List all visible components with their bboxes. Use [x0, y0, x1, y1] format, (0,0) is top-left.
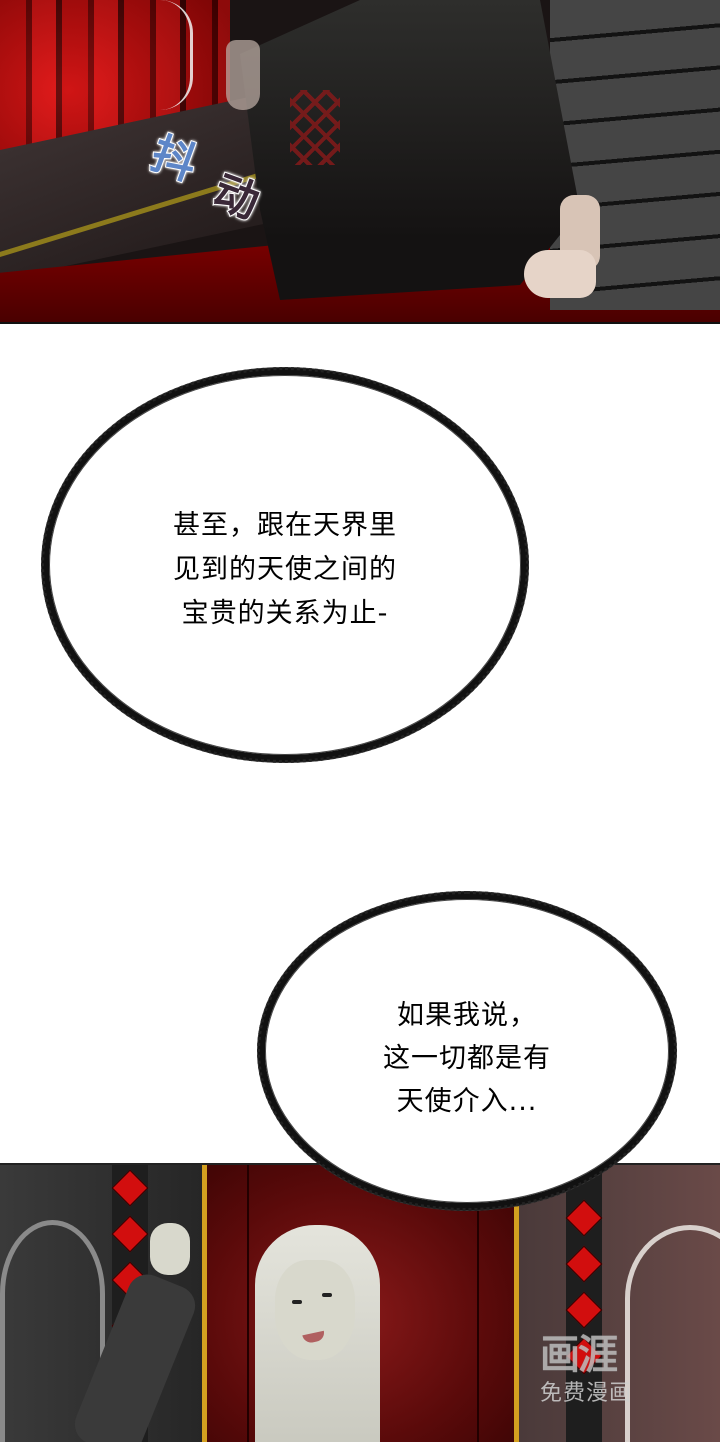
diamond-pillar-right — [565, 1165, 603, 1442]
robe-embroidery — [290, 90, 340, 165]
window-arch-left — [0, 1220, 105, 1442]
comic-panel-top: 抖 动 — [0, 0, 720, 324]
diamond-ornament — [565, 1199, 603, 1237]
gold-frame-right — [514, 1165, 519, 1442]
character-face — [275, 1260, 355, 1360]
bubble-1-line-2: 见到的天使之间的 — [173, 554, 397, 585]
sfx-char-1: 抖 — [144, 127, 205, 192]
sfx-char-2: 动 — [206, 165, 267, 230]
bubble-2-line-2: 这一切都是有 — [383, 1042, 551, 1074]
gold-frame-left — [202, 1165, 207, 1442]
watermark-subtitle: 免费漫画 — [540, 1381, 633, 1406]
diamond-ornament — [565, 1245, 603, 1283]
bubble-2-line-3: 天使介入... — [396, 1085, 538, 1117]
character-eye-left — [292, 1300, 302, 1304]
speech-bubble-2: 如果我说， 这一切都是有 天使介入... — [257, 891, 677, 1211]
bubble-1-text: 甚至，跟在天界里 见到的天使之间的 宝贵的关系为止- — [173, 504, 397, 636]
bubble-1-line-3: 宝贵的关系为止- — [181, 598, 389, 629]
window-arch-right — [625, 1225, 720, 1442]
diamond-ornament — [565, 1291, 603, 1329]
character-hand — [150, 1223, 190, 1275]
watermark: 画涯 免费漫画 — [540, 1333, 660, 1407]
raised-foot — [226, 40, 260, 110]
watermark-logo: 画涯 — [540, 1332, 618, 1378]
speech-bubble-1: 甚至，跟在天界里 见到的天使之间的 宝贵的关系为止- — [41, 367, 529, 763]
bare-foot — [524, 250, 596, 298]
character-eye-right — [322, 1293, 332, 1297]
motion-lines — [160, 0, 193, 110]
bubble-2-text: 如果我说， 这一切都是有 天使介入... — [383, 994, 551, 1123]
diamond-ornament — [111, 1215, 149, 1253]
bubble-1-line-1: 甚至，跟在天界里 — [173, 510, 397, 541]
sound-effect-text: 抖 动 — [144, 127, 282, 232]
diamond-ornament — [111, 1169, 149, 1207]
comic-panel-bottom — [0, 1163, 720, 1442]
bubble-2-line-1: 如果我说， — [397, 999, 537, 1031]
